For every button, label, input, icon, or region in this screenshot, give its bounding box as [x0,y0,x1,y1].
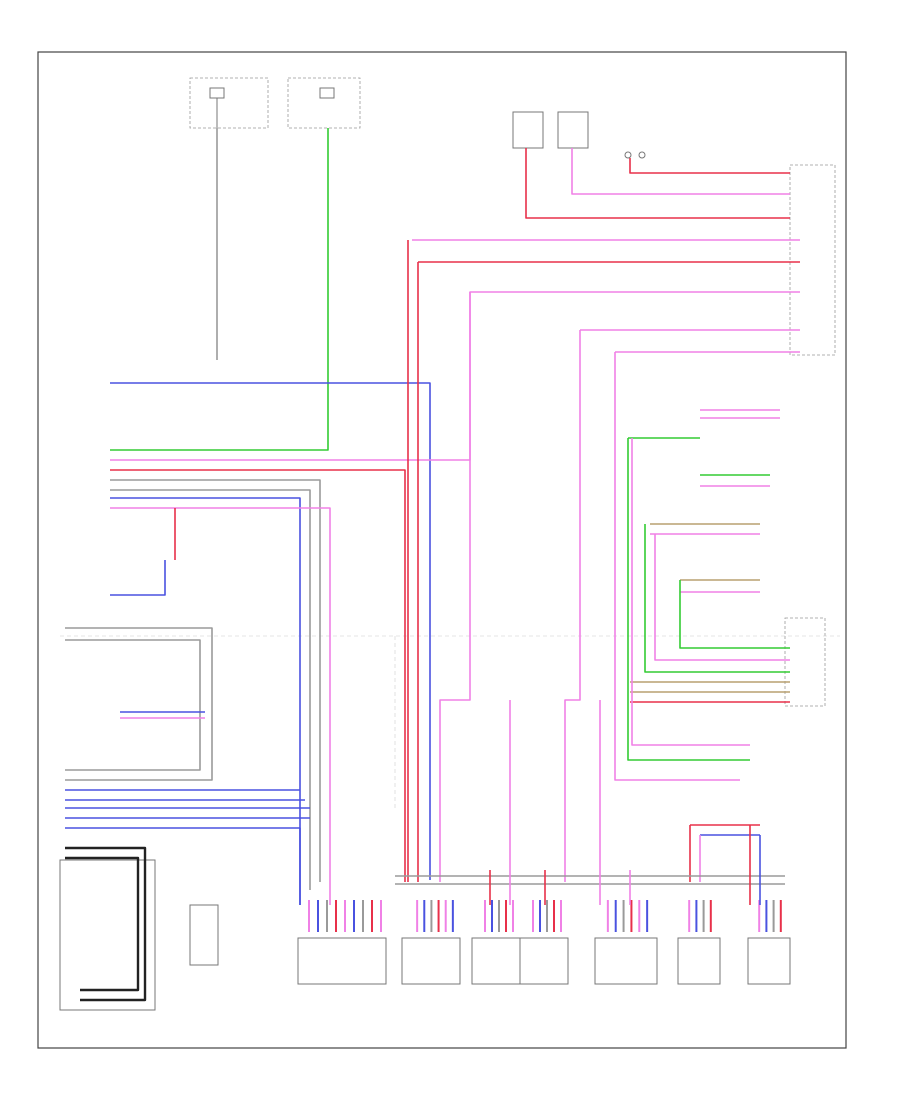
module-center [519,937,569,985]
connector-ticks [308,900,782,932]
wires [65,128,800,1002]
wire-pink [631,438,750,746]
connector-right-upper [789,164,836,356]
wire-pink [614,352,740,781]
fuse-box-center [287,77,361,129]
wire-red [629,158,790,174]
wire-gray [110,479,321,882]
fuse-box-left [189,77,269,129]
module-vdc-control [401,937,461,985]
wire-blue [110,560,166,596]
wire-pink [110,291,800,461]
fuse-bottom-center [189,904,219,966]
module-chassis [747,937,791,985]
wire-black [65,846,147,1002]
wire-pink [564,330,581,882]
wire-green [679,580,790,649]
diagram-border [37,51,847,1049]
sensor-top-2 [557,111,589,149]
module-brake-control [471,937,523,985]
wire-blue [110,382,431,880]
wire-green [644,524,790,673]
wire-black [65,856,140,992]
wire-pink [439,292,471,882]
wire-red [525,148,790,219]
module-engine-control [297,937,387,985]
wire-green [110,128,329,451]
connector-right-lower [784,617,826,707]
wire-pink [654,534,790,661]
wire-pink [110,507,331,905]
module-steering [677,937,721,985]
wire-pink [571,148,790,195]
wire-gray [110,489,311,890]
module-transmission [594,937,658,985]
module-bottom-left [59,859,156,1011]
wire-red [110,469,406,882]
switch-top-3 [624,151,646,159]
wire-blue [110,497,301,905]
wire-gray [65,627,213,781]
wire-blue [65,827,301,905]
sensor-top-1 [512,111,544,149]
wire-green [627,438,750,761]
wire-gray [65,639,201,771]
